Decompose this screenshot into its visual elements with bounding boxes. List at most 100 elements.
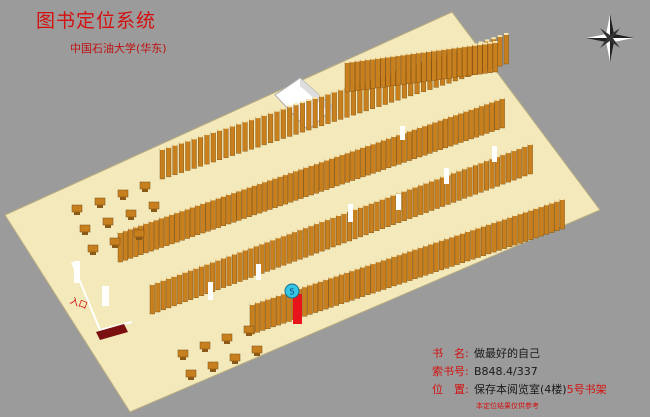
bookshelf <box>164 215 170 246</box>
bookshelf <box>349 61 355 92</box>
bookshelf <box>251 184 257 216</box>
bookshelf <box>423 182 429 213</box>
bookshelf <box>412 128 418 160</box>
bookshelf <box>355 60 361 91</box>
bookshelf <box>416 52 422 83</box>
compass-icon <box>586 14 634 62</box>
bookshelf <box>349 270 355 301</box>
reading-table <box>125 209 137 218</box>
bookshelf <box>237 251 243 282</box>
bookshelf <box>272 177 278 208</box>
bookshelf <box>494 99 500 131</box>
bookshelf <box>255 116 261 148</box>
reading-table <box>117 189 129 198</box>
bookshelf <box>368 202 374 234</box>
pillar <box>444 168 449 184</box>
bookshelf <box>236 123 242 154</box>
bookshelf <box>334 155 340 187</box>
book-title-row: 书 名:做最好的自己 <box>432 345 540 361</box>
bookshelf <box>199 265 205 296</box>
bookshelf <box>177 273 183 305</box>
bookshelf <box>354 268 360 299</box>
bookshelf <box>169 213 175 245</box>
bookshelf <box>182 271 188 302</box>
service-desk <box>96 324 128 340</box>
bookshelf <box>385 56 391 87</box>
bookshelf <box>451 172 457 203</box>
bookshelf <box>275 237 281 268</box>
bookshelf <box>303 166 309 198</box>
bookshelf <box>527 143 533 175</box>
bookshelf <box>149 283 155 315</box>
bookshelf <box>302 286 308 317</box>
bookshelf <box>246 186 252 217</box>
bookshelf <box>231 253 237 284</box>
bookshelf <box>215 259 221 290</box>
reading-table <box>102 217 114 226</box>
bookshelf <box>241 188 247 219</box>
app-title: 图书定位系统 <box>36 10 157 32</box>
bookshelf <box>417 246 423 278</box>
bookshelf <box>236 190 242 221</box>
bookshelf <box>500 153 506 185</box>
bookshelf <box>391 255 397 287</box>
bookshelf <box>437 119 443 150</box>
bookshelf <box>375 261 381 292</box>
bookshelf <box>331 91 337 122</box>
bookshelf <box>270 239 276 270</box>
bookshelf <box>174 211 180 243</box>
pillar <box>208 282 213 300</box>
entrance-wall <box>71 261 133 332</box>
bookshelf <box>434 178 440 209</box>
bookshelf <box>210 199 216 230</box>
bookshelf <box>292 230 298 262</box>
pillar <box>102 286 109 306</box>
reading-table <box>71 204 83 213</box>
bookshelf <box>220 257 226 288</box>
bookshelf <box>428 243 434 274</box>
bookshelf <box>153 219 159 250</box>
bookshelf <box>380 57 386 88</box>
bookshelf <box>523 211 529 242</box>
bookshelf <box>497 35 503 67</box>
bookshelf <box>215 197 221 228</box>
bookshelf <box>341 212 347 244</box>
bookshelf <box>465 230 471 262</box>
bookshelf <box>172 144 178 175</box>
bookshelf <box>308 164 314 196</box>
bookshelf <box>456 170 462 201</box>
bookshelf <box>270 296 276 328</box>
bookshelf <box>511 149 517 181</box>
bookshelf <box>226 255 232 286</box>
bookshelf <box>179 210 185 241</box>
bookshelf <box>538 205 544 237</box>
bookshelf <box>242 121 248 152</box>
bookshelf <box>491 221 497 253</box>
bookshelf <box>505 151 511 183</box>
bookshelf <box>288 171 294 203</box>
bookshelf <box>159 148 165 180</box>
bookshelf <box>484 103 490 134</box>
bookshelf <box>184 208 190 239</box>
bookshelf <box>467 166 473 197</box>
bookshelf <box>325 218 331 250</box>
reading-table <box>229 353 241 362</box>
bookshelf <box>128 228 134 259</box>
bookshelf <box>370 262 376 294</box>
bookshelf <box>427 123 433 154</box>
bookshelf <box>400 54 406 85</box>
bookshelf <box>512 214 518 246</box>
bookshelf <box>391 135 397 167</box>
bookshelf <box>319 220 325 252</box>
bookshelf <box>407 250 413 281</box>
bookshelf <box>268 112 274 144</box>
bookshelf <box>312 97 318 129</box>
bookshelf <box>533 207 539 239</box>
bookshelf <box>489 157 495 189</box>
bookshelf <box>323 278 329 310</box>
call-number-label: 索书号: <box>432 365 469 378</box>
pillar <box>256 264 261 280</box>
target-shelf-number: 5 <box>289 288 294 297</box>
bookshelf <box>117 231 123 263</box>
